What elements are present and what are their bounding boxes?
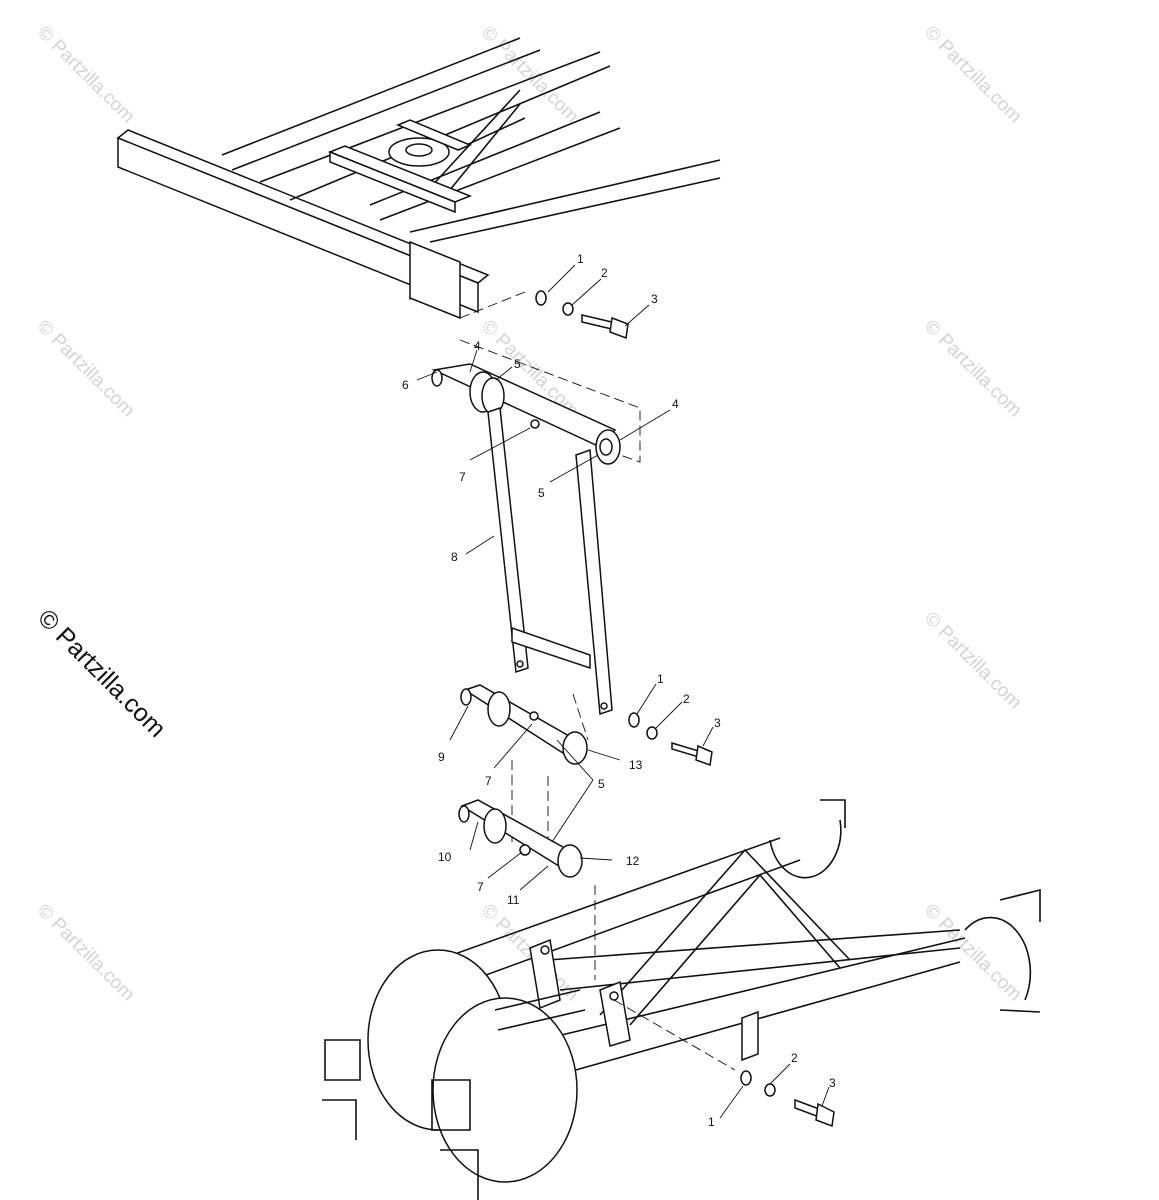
callout-label: 5 <box>598 777 605 791</box>
callout-label: 1 <box>708 1115 715 1129</box>
callout-label: 9 <box>438 750 445 764</box>
callout-label: 2 <box>683 692 690 706</box>
shaft-9 <box>460 684 588 765</box>
callout-label: 1 <box>577 252 584 266</box>
callout-label: 2 <box>791 1051 798 1065</box>
callout-label: 12 <box>626 854 640 868</box>
callout-label: 7 <box>459 470 466 484</box>
callout-label: 3 <box>829 1076 836 1090</box>
callout-label: 3 <box>651 292 658 306</box>
callout-label: 10 <box>438 850 452 864</box>
bottom-bolt-set <box>740 1070 835 1128</box>
callout-label: 7 <box>477 880 484 894</box>
callout-label: 13 <box>629 758 643 772</box>
callout-label: 4 <box>474 339 481 353</box>
callout-label: 2 <box>601 266 608 280</box>
frame <box>116 37 721 320</box>
upper-bolt-set <box>535 290 629 340</box>
callout-label: 3 <box>714 716 721 730</box>
callout-label: 5 <box>538 486 545 500</box>
middle-bolt-set <box>628 712 713 767</box>
callout-label: 11 <box>507 893 520 907</box>
callout-label: 6 <box>402 378 409 392</box>
shaft-10 <box>458 799 583 878</box>
callout-label: 1 <box>657 672 664 686</box>
callout-labels: 1 2 3 4 5 6 4 7 5 8 1 2 3 9 7 13 5 10 12… <box>402 252 836 1129</box>
callout-label: 4 <box>672 397 679 411</box>
callout-label: 5 <box>514 357 521 371</box>
upper-shaft-assembly <box>431 339 641 842</box>
swing-arm <box>322 799 1041 1200</box>
leader-lines <box>416 264 830 1119</box>
callout-label: 8 <box>451 550 458 564</box>
callout-label: 7 <box>485 774 492 788</box>
